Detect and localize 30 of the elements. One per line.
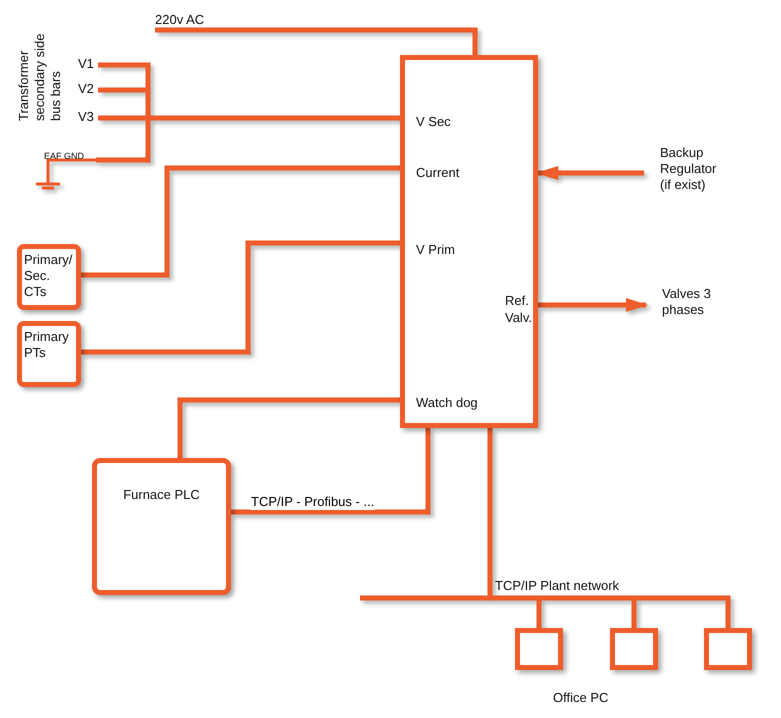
port-label: Watch dog (416, 394, 478, 411)
connector-line (178, 398, 400, 458)
port-label: Current (416, 164, 460, 181)
signal-label: V1 (78, 56, 98, 73)
signal-label: Backup Regulator (if exist) (644, 145, 728, 199)
controller-box (400, 55, 538, 428)
signal-label: 220v AC (155, 12, 215, 30)
port-label: V Sec (416, 113, 451, 130)
device-box: Primary/ Sec. CTs (17, 244, 81, 310)
device-box: Primary PTs (17, 321, 81, 387)
connector-line (81, 240, 400, 354)
plc-box: Furnace PLC (92, 458, 231, 595)
signal-label: Valves 3 phases (646, 286, 746, 322)
edge-label: TCP/IP - Profibus - ... (250, 494, 376, 510)
ground-label: EAF GND (44, 147, 96, 160)
network-label: TCP/IP Plant network (495, 578, 620, 594)
pc-box (704, 628, 752, 670)
arrow (538, 298, 648, 312)
port-label: V Prim (416, 241, 455, 258)
bus-bars-label: Transformer secondary side bus bars (16, 32, 64, 121)
pc-label: Office PC (553, 690, 608, 706)
signal-label: V3 (78, 109, 98, 126)
pc-box (610, 628, 658, 670)
arrow (536, 166, 644, 180)
connector-line (231, 428, 430, 514)
signal-label: V2 (78, 81, 98, 98)
port-label: Ref. Valv. (505, 292, 533, 326)
connector-line (155, 28, 478, 55)
pc-box (515, 628, 563, 670)
connector-line (81, 166, 400, 278)
